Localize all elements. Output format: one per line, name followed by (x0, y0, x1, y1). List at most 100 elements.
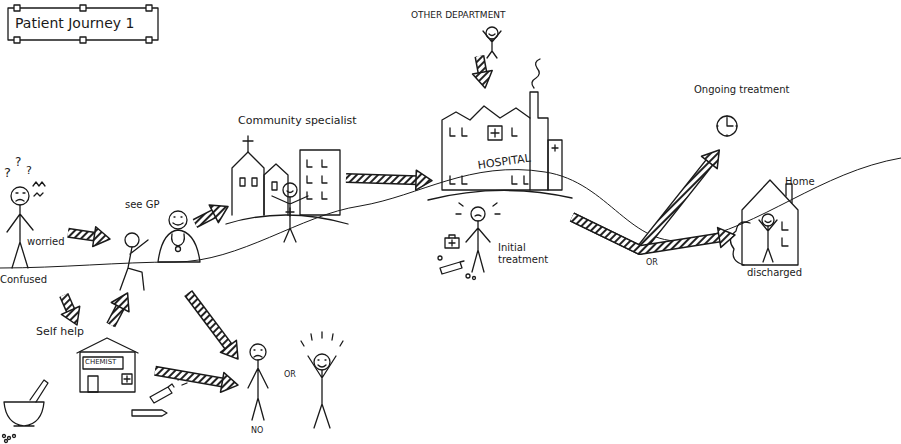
gp-doctor (176, 247, 181, 252)
community-specialist-person (283, 183, 297, 197)
arrow-head (111, 293, 129, 312)
gp-doctor (169, 211, 187, 229)
medical-supplies (440, 261, 464, 274)
stage-label: NO (251, 426, 263, 435)
hospital-building (491, 129, 499, 137)
home-house (762, 214, 774, 226)
medicine-bottle (150, 384, 174, 403)
choice-label: OR (646, 258, 658, 267)
sad-person (250, 344, 266, 360)
community-specialist-person (272, 196, 308, 242)
stage-label: see GP (125, 199, 159, 211)
community-buildings (264, 164, 288, 215)
medicine-bottle (176, 371, 187, 385)
patient-initial-treatment (466, 221, 490, 272)
community-specialist-person (287, 191, 293, 193)
community-specialist-person (272, 183, 308, 242)
stage-label: CHEMIST (85, 358, 116, 366)
home-house (759, 220, 777, 262)
hospital-building (428, 59, 572, 200)
clock-symbol (717, 116, 737, 136)
happy-person (301, 332, 343, 346)
arrow-shaft-hatch (572, 217, 721, 250)
stage-label: Confused (0, 274, 47, 286)
chemist-building (80, 352, 135, 392)
title-frame (80, 5, 86, 11)
journey-arrow (68, 227, 110, 247)
chemist-building (124, 376, 130, 382)
hospital-building (428, 190, 572, 200)
stage-label: OTHER DEPARTMENT (411, 10, 506, 20)
journey-arrow (195, 205, 228, 224)
medical-supplies (438, 235, 476, 280)
arrow-head (221, 373, 239, 393)
hospital-building (552, 145, 558, 151)
journey-stage: Ongoing treatment (688, 84, 803, 150)
arrow-shaft-hatch (64, 295, 72, 312)
journey-stage: HOSPITALInitial treatment (432, 88, 572, 278)
arrow-shaft-hatch (572, 161, 711, 250)
home-house (730, 180, 798, 265)
mortar-pestle (13, 435, 16, 438)
question-mark: ? (26, 165, 32, 178)
hospital-building (442, 106, 530, 190)
hospital-building (530, 92, 548, 190)
arrow-shaft-outline (111, 305, 121, 325)
mortar-pestle (30, 380, 48, 402)
arrow-head (473, 71, 493, 89)
medical-supplies (473, 277, 476, 280)
worried-person (7, 182, 45, 268)
arrow-head (93, 227, 110, 247)
title-frame (8, 5, 158, 43)
community-buildings (226, 215, 348, 224)
arrow-head (209, 205, 228, 223)
community-specialist-person (286, 208, 294, 216)
chemist-building (77, 338, 138, 353)
arrow-shaft-hatch (68, 233, 96, 237)
title-frame (8, 8, 158, 40)
sad-person (248, 344, 268, 420)
journey-stage: Home discharged (735, 170, 830, 285)
question-mark: ? (4, 166, 11, 181)
arrow-shaft-hatch (155, 371, 224, 383)
arrow-shaft-hatch (346, 178, 418, 180)
happy-person (314, 354, 330, 370)
other-department-person (483, 27, 501, 58)
chemist-building (122, 374, 132, 384)
arrow-shaft-hatch (111, 305, 121, 325)
arrow-shaft-hatch (195, 213, 216, 224)
community-buildings (252, 178, 257, 186)
community-buildings (272, 182, 277, 190)
chemist-building (83, 357, 123, 369)
chemist-building (77, 338, 138, 392)
stage-label: Home (785, 176, 815, 188)
medical-supplies (466, 274, 470, 278)
patient-sitting (120, 233, 148, 290)
sad-person (254, 350, 262, 357)
medical-supplies (438, 256, 442, 260)
mortar-pestle (4, 402, 44, 426)
medicine-bottle (132, 371, 187, 416)
title-frame (146, 37, 152, 43)
journey-arrow (572, 150, 719, 250)
patient-initial-treatment (471, 207, 485, 221)
stage-label: discharged (747, 267, 802, 279)
worried-person (16, 193, 25, 201)
community-buildings (307, 160, 327, 199)
arrow-head (61, 306, 79, 325)
medical-supplies (449, 235, 455, 246)
stage-label: Self help (36, 326, 84, 339)
medicine-bottle (132, 410, 167, 416)
mortar-pestle (8, 437, 11, 440)
title-frame (14, 37, 20, 43)
gp-doctor (172, 234, 185, 246)
clock-symbol (717, 116, 737, 136)
arrow-shaft-outline (188, 293, 229, 348)
choice-label: OR (284, 370, 296, 379)
community-buildings (243, 136, 253, 152)
arrow-shaft-outline (346, 178, 418, 180)
gp-doctor (158, 230, 200, 262)
question-mark: ? (15, 156, 21, 170)
